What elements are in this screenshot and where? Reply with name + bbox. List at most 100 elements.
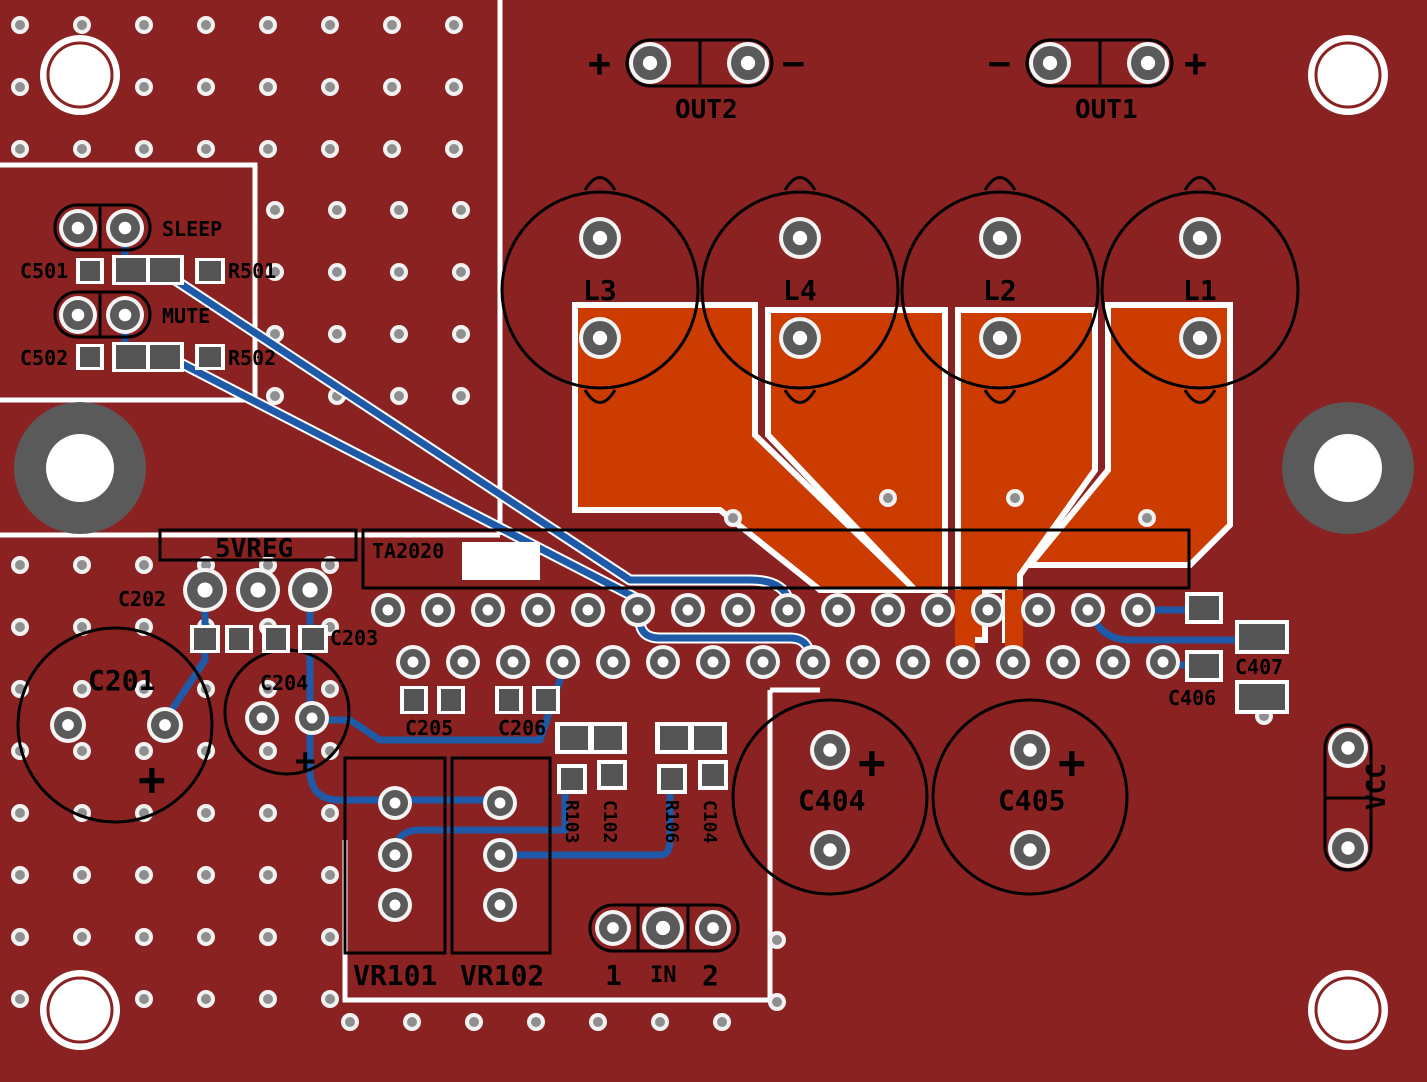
c404-label: C404 (798, 784, 865, 817)
via (321, 804, 339, 822)
in-2-label: 2 (702, 959, 719, 992)
l4-label: L4 (783, 274, 817, 307)
smd-c406-b (1235, 680, 1289, 714)
smd-c202 (190, 625, 220, 653)
via (266, 263, 284, 281)
via (259, 140, 277, 158)
via (73, 140, 91, 158)
ic-pin-pad (996, 645, 1030, 679)
smd-c501 (76, 258, 104, 284)
reg-label: 5VREG (215, 534, 293, 564)
via (383, 16, 401, 34)
vr102-label: VR102 (460, 959, 544, 992)
c404-pad (810, 830, 850, 870)
via (11, 556, 29, 574)
via (321, 16, 339, 34)
via (197, 928, 215, 946)
c501-label: C501 (20, 259, 68, 283)
ic-pin-pad (1121, 593, 1155, 627)
smd-c205-b (437, 686, 465, 714)
via (341, 1013, 359, 1031)
via (197, 78, 215, 96)
vr101-pad (378, 786, 412, 820)
c204-pad (295, 701, 329, 735)
via (266, 387, 284, 405)
c404-pad (810, 730, 850, 770)
c502-label: C502 (20, 346, 68, 370)
via (259, 804, 277, 822)
via (321, 680, 339, 698)
in-pad (595, 910, 631, 946)
sleep-label: SLEEP (162, 217, 222, 241)
via (452, 201, 470, 219)
c201-plus: + (138, 752, 166, 806)
vr101-pad (378, 888, 412, 922)
out1-pad (1127, 42, 1169, 84)
smd-r106-top (655, 722, 727, 754)
pour-l4 (765, 307, 948, 593)
out2-plus-label: + (588, 41, 611, 85)
via (321, 990, 339, 1008)
reg-pad (183, 568, 227, 612)
ic-pin-pad (521, 593, 555, 627)
via (403, 1013, 421, 1031)
via (527, 1013, 545, 1031)
ic-pin-pad (946, 645, 980, 679)
c202-label: C202 (118, 587, 166, 611)
out1-label: OUT1 (1075, 95, 1138, 125)
mounting-hole-tr (1308, 35, 1388, 115)
via (197, 140, 215, 158)
ic-pin-pad (846, 645, 880, 679)
mounting-hole-mr (1282, 402, 1414, 534)
vr102-pad (483, 888, 517, 922)
via (724, 509, 742, 527)
via (135, 742, 153, 760)
via (713, 1013, 731, 1031)
via (11, 140, 29, 158)
via (11, 16, 29, 34)
c406-label: C406 (1168, 686, 1216, 710)
c407-label: C407 (1235, 655, 1283, 679)
via (11, 990, 29, 1008)
smd-c407-b (1235, 620, 1289, 654)
via (1006, 489, 1024, 507)
smd-c104 (698, 760, 728, 790)
smd-c206-b (532, 686, 560, 714)
ic-pin-pad (421, 593, 455, 627)
ic-pin-pad (696, 645, 730, 679)
via (259, 866, 277, 884)
c203-label: C203 (330, 626, 378, 650)
via (11, 928, 29, 946)
via (135, 866, 153, 884)
mounting-hole-tl (40, 35, 120, 115)
out1-plus-label: + (1184, 41, 1207, 85)
via (73, 680, 91, 698)
ic-pin-pad (746, 645, 780, 679)
inductor-outlines (500, 176, 1300, 404)
sleep-pad (106, 209, 144, 247)
smd-r502-b (195, 344, 225, 370)
ic-pin-pad (921, 593, 955, 627)
r502-label: R502 (228, 346, 276, 370)
smd-r103 (557, 764, 587, 794)
ic-pin-pad (646, 645, 680, 679)
ic-pin-pad (371, 593, 405, 627)
ic-pin-pad (671, 593, 705, 627)
via (445, 16, 463, 34)
inductor-pad (579, 317, 621, 359)
via (197, 16, 215, 34)
inductor-pad (579, 217, 621, 259)
mounting-hole-br (1308, 970, 1388, 1050)
smd-r502-a (112, 342, 184, 372)
smd-r106 (657, 764, 687, 794)
via (259, 928, 277, 946)
via (11, 866, 29, 884)
via (390, 325, 408, 343)
out2-pad (629, 42, 671, 84)
c204-pad (245, 701, 279, 735)
smd-c406-a (1185, 650, 1223, 682)
ic-pin-pad (896, 645, 930, 679)
ic-pin-pad (596, 645, 630, 679)
via (197, 990, 215, 1008)
